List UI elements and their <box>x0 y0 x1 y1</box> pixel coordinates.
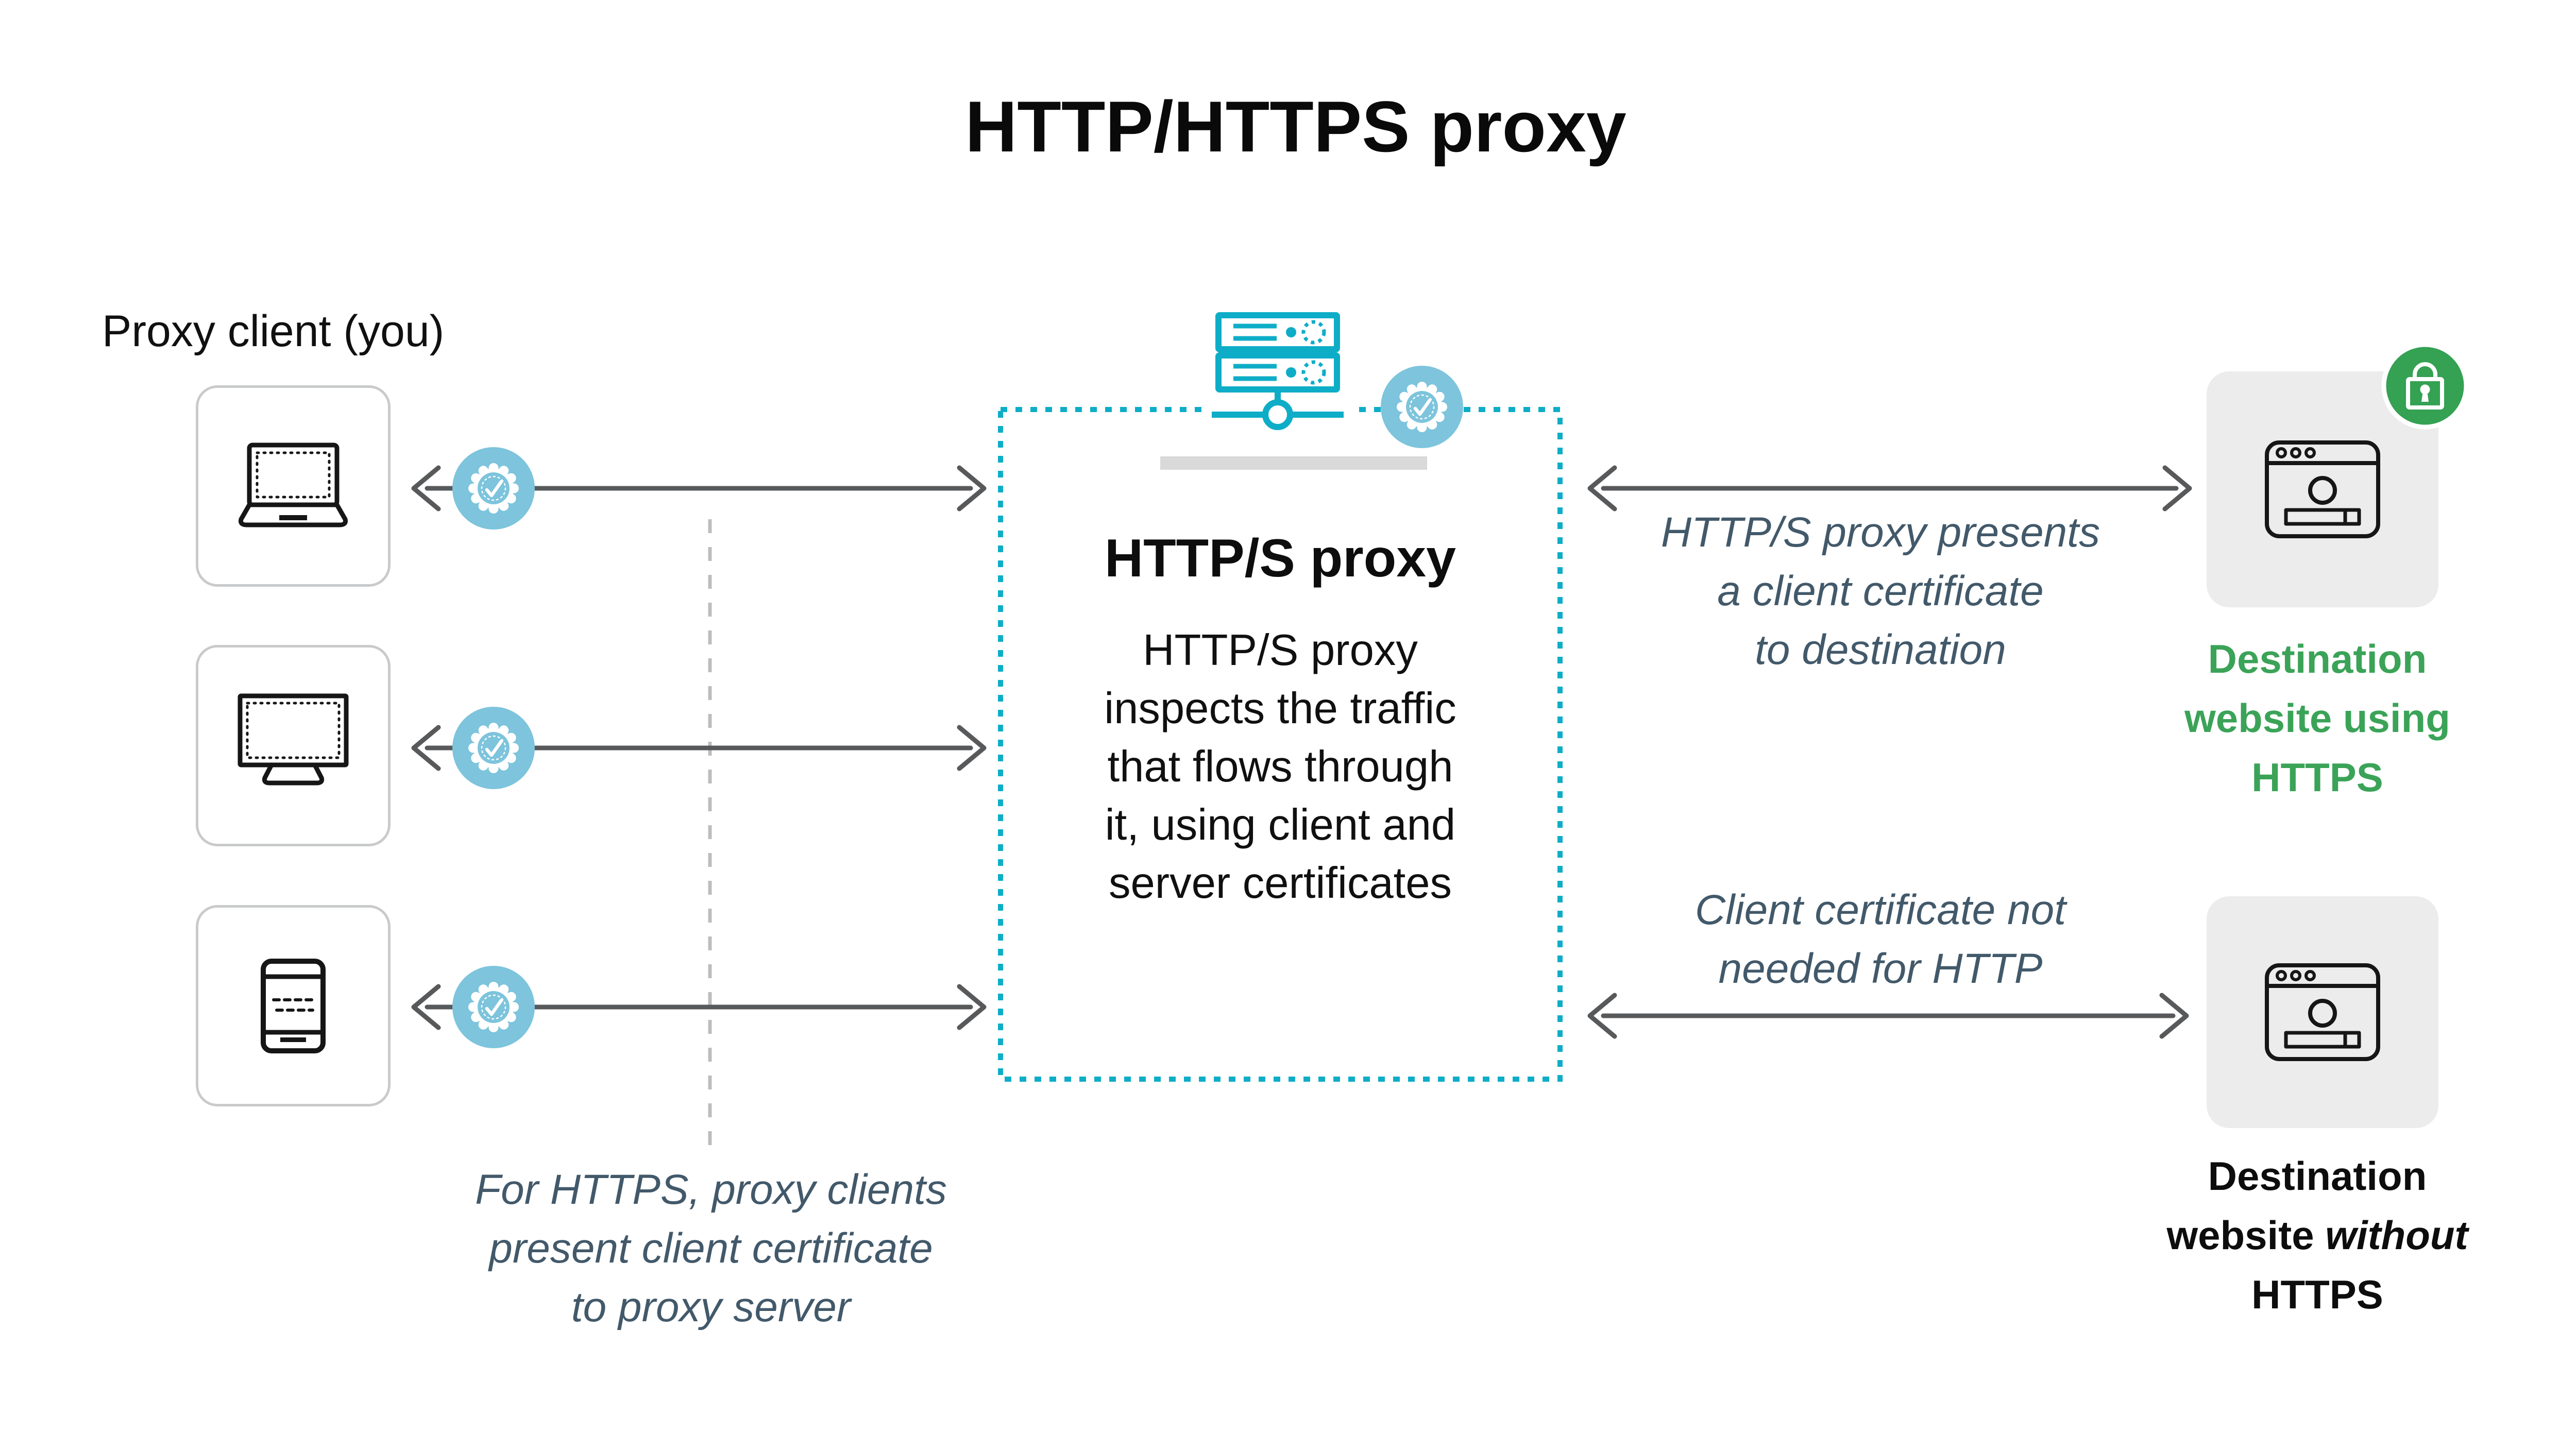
smartphone-icon <box>261 959 326 1053</box>
lock-badge-icon <box>2381 342 2469 430</box>
certificate-check-badge-icon <box>1381 366 1463 448</box>
destination-http-label-part2: HTTPS <box>2251 1272 2383 1317</box>
proxy-heading: HTTP/S proxy <box>1105 529 1456 588</box>
proxy-dotted-border <box>998 407 1563 1082</box>
monitor-icon <box>238 693 349 786</box>
destination-http-label-part1: Destination website <box>2166 1153 2427 1258</box>
page-title: HTTP/HTTPS proxy <box>965 86 1626 167</box>
note-certificate-not-needed: Client certificate not needed for HTTP <box>1694 887 2066 992</box>
destination-http-label-without: without <box>2314 1213 2468 1258</box>
browser-window-icon <box>2265 440 2380 538</box>
destination-http-card <box>2207 896 2438 1128</box>
note-proxy-presents-certificate: HTTP/S proxy presents a client certifica… <box>1660 509 2100 673</box>
server-icon <box>1212 312 1344 430</box>
certificate-check-badge-icon <box>452 707 535 789</box>
laptop-icon <box>239 442 348 527</box>
certificate-check-badge-icon <box>452 966 535 1048</box>
arrow-proxy-https-destination <box>1587 465 2192 512</box>
certificate-check-badge-icon <box>452 447 535 530</box>
note-client-certificate-to-proxy: For HTTPS, proxy clients present client … <box>475 1166 947 1331</box>
title-underline <box>1160 456 1427 470</box>
destination-http-label: Destination website without HTTPS <box>2075 1147 2560 1324</box>
proxy-client-label: Proxy client (you) <box>102 306 445 356</box>
proxy-description: HTTP/S proxy inspects the traffic that f… <box>1104 626 1456 908</box>
destination-https-label: Destination website using HTTPS <box>2184 636 2450 800</box>
browser-window-icon <box>2265 963 2380 1061</box>
arrow-proxy-http-destination <box>1587 993 2189 1039</box>
